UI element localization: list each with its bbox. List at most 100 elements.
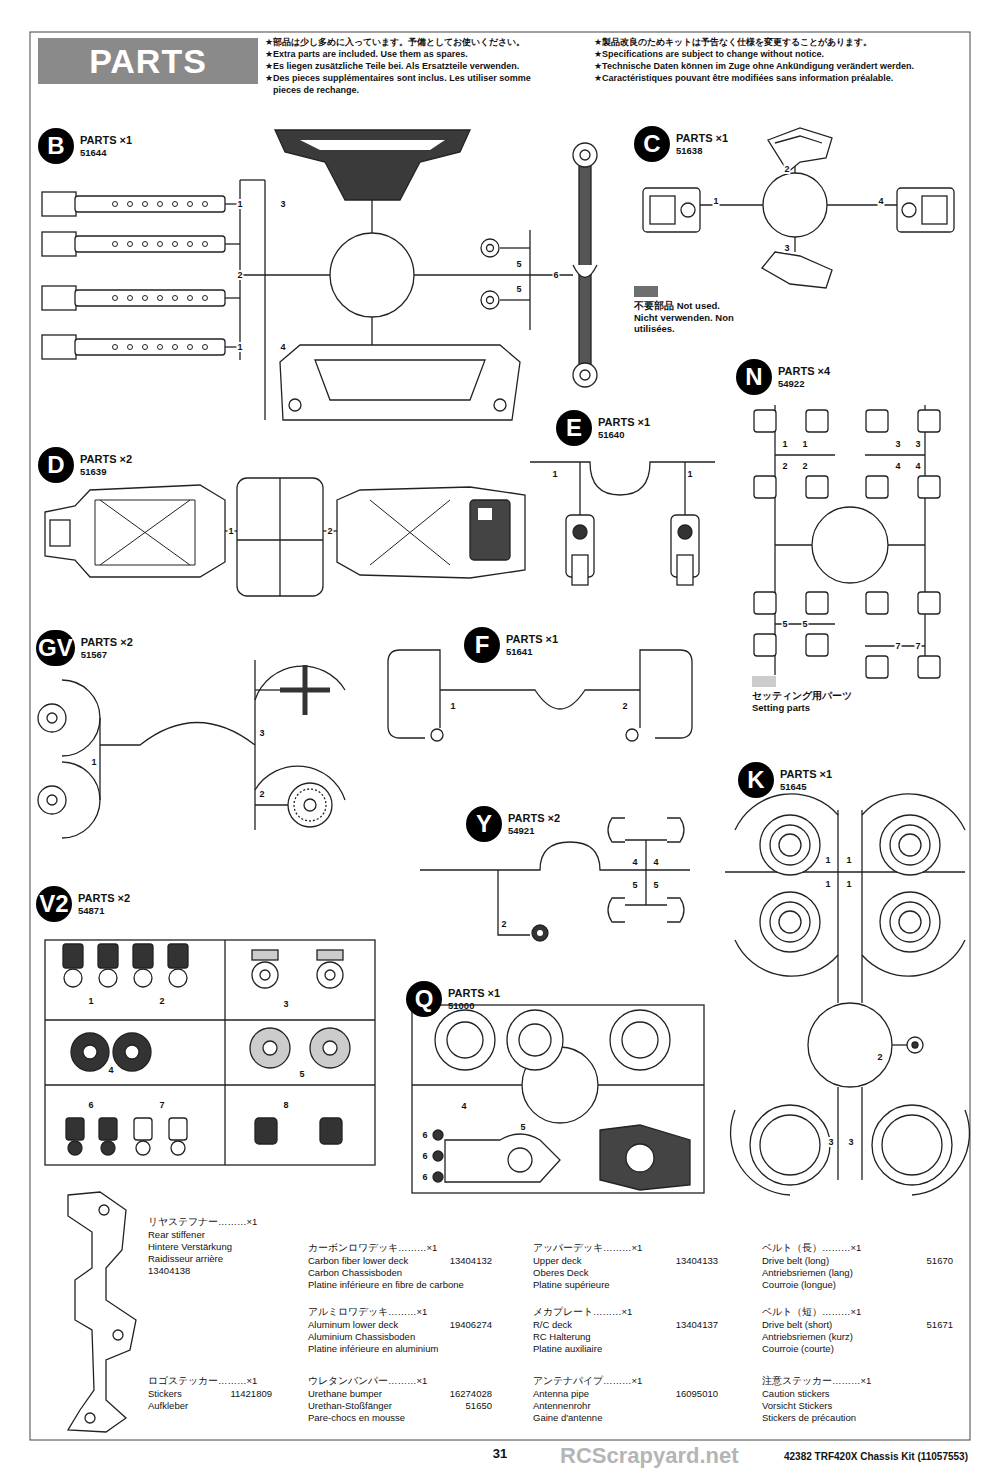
parts-count: PARTS ×1: [448, 987, 500, 1000]
sprue-v2-shape-shape: [134, 969, 152, 987]
sprue-b-shape: [264, 180, 265, 420]
sprue-b-shape: [500, 299, 530, 300]
sprue-y-shape: [420, 842, 690, 870]
sprue-v2-shape-shape: [64, 969, 82, 987]
sprue-b-shape-shape: [158, 242, 163, 247]
sprue-k-shape-shape: [760, 892, 820, 952]
sprue-n-shape-shape: [754, 476, 776, 498]
sprue-n-shape-shape: [806, 592, 828, 614]
sprue-letter: K: [738, 762, 774, 798]
sprue-e-shape: [684, 462, 685, 515]
sprue-d-shape: [478, 508, 492, 520]
parts-list-number: 13404132: [450, 1255, 492, 1267]
sprue-info: PARTS ×454922: [778, 365, 830, 390]
part-number: 51567: [81, 649, 133, 661]
sprue-c-shape: [763, 173, 827, 237]
sprue-q-shape: [610, 1010, 670, 1070]
sprue-v2-shape: [134, 1118, 187, 1140]
parts-count: PARTS ×2: [80, 453, 132, 466]
sprue-v2-shape-shape: [169, 969, 187, 987]
sprue-b-shape-shape: [128, 242, 133, 247]
sprue-b: [42, 130, 597, 420]
callout-number: 2: [783, 164, 790, 174]
callout-number: 4: [914, 461, 921, 471]
callout-number: 2: [621, 701, 628, 711]
callout-number: 3: [258, 728, 265, 738]
sprue-b-shape: [330, 233, 414, 317]
sprue-b-shape-shape: [188, 296, 193, 301]
sprue-b-shape-shape: [158, 202, 163, 207]
sprue-v2-shape-shape: [133, 944, 153, 968]
sprue-n-shape-shape: [806, 634, 828, 656]
sprue-gv-shape: [288, 783, 332, 827]
sprue-k-shape: [760, 815, 940, 952]
callout-number: 4: [460, 1101, 467, 1111]
sprue-k-shape: [837, 1087, 838, 1180]
callout-number: 2: [258, 789, 265, 799]
sprue-v2-shape: [113, 1033, 151, 1071]
sprue-k-shape: [770, 825, 810, 865]
parts-list-text: Rear stiffener: [148, 1229, 205, 1241]
callout-number: 1: [236, 199, 243, 209]
parts-list-number: 11421809: [230, 1388, 272, 1400]
part-number: 51639: [80, 466, 132, 478]
callout-number: 2: [236, 270, 243, 280]
rear-stiffener-shape: [85, 1413, 95, 1423]
sprue-v2-shape-shape: [68, 1141, 82, 1155]
sprue-gv-shape: [47, 795, 57, 805]
sprue-q-shape: [445, 1134, 560, 1182]
sprue-letter: Y: [466, 806, 502, 842]
sprue-v2-shape-shape: [101, 1141, 115, 1155]
sprue-b-shape: [529, 230, 530, 330]
sprue-info: PARTS ×254871: [78, 892, 130, 917]
sprue-k-shape: [912, 1042, 918, 1048]
callout-number: 4: [107, 1065, 114, 1075]
parts-list-text: Urethane bumper: [308, 1388, 382, 1400]
sprue-q-shape: [433, 1130, 443, 1140]
sprue-letter: B: [38, 128, 74, 164]
callout-number: 3: [914, 439, 921, 449]
sprue-f: [388, 650, 692, 741]
sprue-heading: EPARTS ×151640: [556, 410, 650, 446]
parts-list-text: Antriebsriemen (lang): [762, 1267, 853, 1279]
parts-count: PARTS ×4: [778, 365, 830, 378]
sprue-c: [643, 128, 954, 288]
sprue-q-shape: [600, 1125, 690, 1190]
sprue-info: PARTS ×151640: [598, 416, 650, 441]
sprue-k-shape-shape: [760, 815, 820, 875]
callout-number: 3: [783, 243, 790, 253]
sprue-f-shape: [626, 729, 638, 741]
sprue-v2-shape: [136, 1141, 150, 1155]
callout-number: 1: [712, 196, 719, 206]
sprue-k-shape: [861, 1087, 862, 1180]
parts-list-text: Platine inférieure en aluminium: [308, 1343, 438, 1355]
callout-number: 4: [652, 857, 659, 867]
page-title: PARTS: [38, 38, 258, 84]
callout-number: 5: [631, 880, 638, 890]
sprue-heading: YPARTS ×254921: [466, 806, 560, 842]
header-note: ★Caractéristiques pouvant être modifiées…: [594, 72, 893, 84]
sprue-f-shape: [431, 729, 443, 741]
header-note: ★Extra parts are included. Use them as s…: [265, 48, 468, 60]
rear-stiffener-shape: [68, 1192, 136, 1432]
parts-list-text: Vorsicht Stickers: [762, 1400, 832, 1412]
legend-text: 不要部品 Not used. Nicht verwenden. Non util…: [634, 300, 746, 335]
sprue-b-shape-shape: [158, 345, 163, 350]
sprue-b-shape-shape: [188, 202, 193, 207]
rear-stiffener-shape: [99, 1205, 109, 1215]
sprue-n-shape: [775, 454, 835, 455]
parts-count: PARTS ×2: [81, 636, 133, 649]
parts-list-number: 13404137: [676, 1319, 718, 1331]
part-number: 51638: [676, 145, 728, 157]
callout-number: 1: [845, 855, 852, 865]
sprue-c-shape: [775, 136, 822, 143]
callout-number: 2: [158, 996, 165, 1006]
sprue-k-shape: [861, 810, 862, 1003]
sprue-b-shape: [280, 345, 520, 420]
sprue-v2-shape-shape: [252, 962, 278, 988]
sprue-q-shape: [412, 1005, 704, 1193]
sprue-heading: QPARTS ×151000: [406, 981, 500, 1017]
sprue-q-shape: [433, 1151, 443, 1161]
parts-list-text: Antenna pipe: [533, 1388, 589, 1400]
callout-number: 4: [279, 342, 286, 352]
